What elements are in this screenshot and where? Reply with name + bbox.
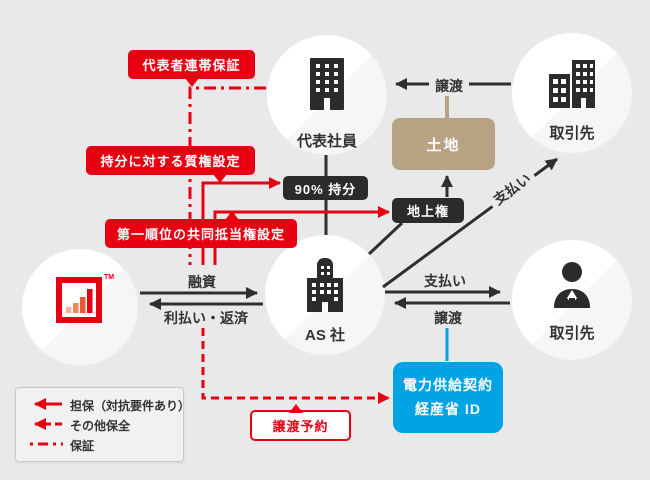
equity-label: 90% 持分 xyxy=(294,181,357,197)
contract-line2: 経産省 ID xyxy=(415,400,481,417)
equity-chip: 90% 持分 xyxy=(283,176,368,200)
node-partner-top-circle xyxy=(512,33,632,153)
contract-line1: 電力供給契約 xyxy=(403,376,493,393)
callout-guarantee-label: 代表者連帯保証 xyxy=(142,58,241,73)
land-label: 土地 xyxy=(426,136,461,154)
logo-tm-mark: TM xyxy=(104,274,115,281)
edge-label-loan: 融資 xyxy=(188,274,216,290)
callout-mortgage-label: 第一順位の共同抵当権設定 xyxy=(116,227,285,242)
lender-logo-icon xyxy=(56,277,102,323)
callout-guarantee: 代表者連帯保証 xyxy=(128,50,255,87)
edge-label-payment-right: 支払い xyxy=(424,273,466,289)
building-icon xyxy=(310,58,344,110)
legend-item-guarantee: 保証 xyxy=(70,439,95,453)
headquarters-building-icon xyxy=(307,258,343,312)
land-box: 土地 xyxy=(392,118,495,170)
contract-box: 電力供給契約 経産省 ID xyxy=(393,362,503,433)
label-partner-right: 取引先 xyxy=(549,325,595,342)
line-as-surfaceright xyxy=(367,221,404,256)
label-as-company: AS 社 xyxy=(304,327,346,344)
edge-label-payment-diagonal: 支払い xyxy=(485,165,539,213)
callout-transfer-reservation-label: 譲渡予約 xyxy=(272,419,329,434)
callout-pledge: 持分に対する質権設定 xyxy=(86,146,255,183)
callout-pledge-label: 持分に対する質権設定 xyxy=(100,154,241,169)
callout-mortgage: 第一順位の共同抵当権設定 xyxy=(105,211,297,248)
legend-item-collateral: 担保（対抗要件あり） xyxy=(70,399,191,413)
person-icon xyxy=(554,262,590,308)
edge-label-transfer-top: 譲渡 xyxy=(429,76,469,96)
callout-transfer-reservation: 譲渡予約 xyxy=(250,404,351,441)
surface-right-label: 地上権 xyxy=(406,204,449,219)
label-representative: 代表社員 xyxy=(296,133,358,150)
label-partner-top: 取引先 xyxy=(549,125,595,142)
edge-label-repayment: 利払い・返済 xyxy=(164,310,248,326)
legend-item-other-security: その他保全 xyxy=(70,419,131,433)
node-lender-circle xyxy=(22,249,138,365)
two-buildings-icon xyxy=(549,60,595,108)
surface-right-chip: 地上権 xyxy=(392,198,464,223)
edge-label-transfer-right: 譲渡 xyxy=(434,310,462,326)
